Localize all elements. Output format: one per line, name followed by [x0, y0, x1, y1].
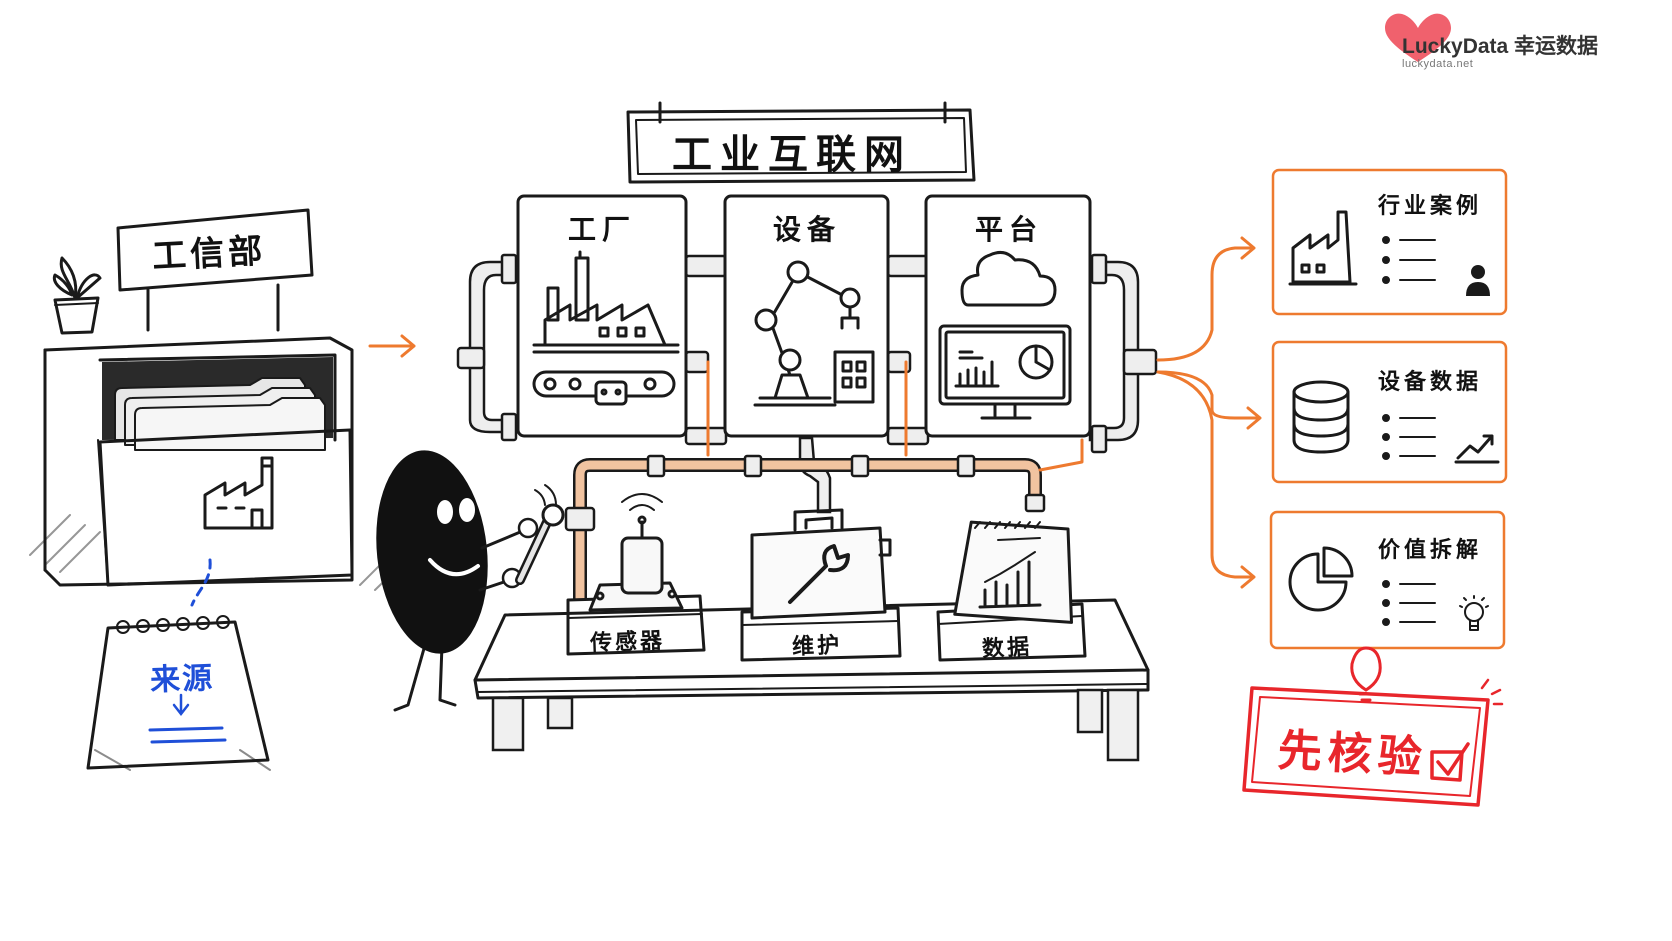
- tray-label-maintenance: 维护: [791, 632, 843, 660]
- drawer-factory-icon: [203, 456, 274, 530]
- report-icon: [953, 520, 1073, 624]
- stamp-text: 先核验: [1276, 725, 1429, 784]
- output-industry-cases: [1271, 168, 1508, 316]
- maintenance-tray: [740, 508, 902, 662]
- checkbox-icon: [1430, 742, 1470, 782]
- pie-chart-icon: [1288, 546, 1354, 612]
- orange-wires: [706, 360, 1084, 472]
- desk-calendar: [86, 615, 271, 771]
- arrow-to-machine: [368, 334, 416, 358]
- lightbulb-stamp-icon: [1350, 646, 1382, 702]
- potted-plant: [52, 256, 102, 335]
- factory-icon: [1288, 210, 1358, 286]
- card-equipment: [723, 194, 890, 438]
- output-label-industry-cases: 行业案例: [1378, 193, 1483, 219]
- robot-arm-icon: [753, 260, 875, 407]
- page-title: 工业互联网: [672, 131, 912, 178]
- card-label-platform: 平台: [975, 213, 1044, 246]
- calendar-label: 来源: [149, 660, 215, 699]
- card-label-factory: 工厂: [568, 213, 637, 246]
- person-icon: [1466, 265, 1490, 296]
- card-label-equipment: 设备: [773, 213, 842, 246]
- card-platform: [924, 194, 1092, 438]
- brand-name: LuckyData 幸运数据: [1402, 35, 1599, 58]
- character: [376, 450, 565, 712]
- data-tray: [936, 520, 1087, 662]
- output-equipment-data: [1271, 340, 1508, 484]
- output-arrows: [1156, 236, 1262, 589]
- sensor-tray: [566, 493, 706, 656]
- verify-stamp: [1242, 646, 1504, 807]
- file-cabinet: [29, 208, 411, 591]
- dashed-connector: [190, 558, 212, 607]
- workbench: [473, 598, 1150, 762]
- toolbox-icon: [750, 508, 892, 620]
- lightbulb-icon: [1459, 595, 1489, 631]
- bench-pipe: [564, 454, 1046, 600]
- brand-url: luckydata.net: [1402, 58, 1474, 70]
- output-value-breakdown: [1269, 510, 1506, 650]
- output-label-value-breakdown: 价值拆解: [1378, 537, 1483, 563]
- brand-heart-icon: [1385, 13, 1451, 62]
- monitor-icon: [938, 324, 1072, 420]
- machine-pipes: [456, 253, 1158, 514]
- tray-label-data: 数据: [981, 633, 1033, 663]
- trend-icon: [1454, 434, 1500, 464]
- brand-logo[interactable]: LuckyData 幸运数据 luckydata.net: [1402, 30, 1598, 70]
- output-label-equipment-data: 设备数据: [1378, 369, 1483, 395]
- factory-icon: [532, 250, 680, 406]
- wrench-icon: [515, 484, 565, 585]
- database-icon: [1292, 380, 1350, 454]
- card-factory: [516, 194, 688, 438]
- cloud-icon: [960, 250, 1057, 307]
- tray-label-sensor: 传感器: [589, 627, 666, 657]
- sensor-icon: [588, 493, 684, 612]
- title-sign: [626, 101, 976, 184]
- source-sign-label: 工信部: [151, 231, 268, 277]
